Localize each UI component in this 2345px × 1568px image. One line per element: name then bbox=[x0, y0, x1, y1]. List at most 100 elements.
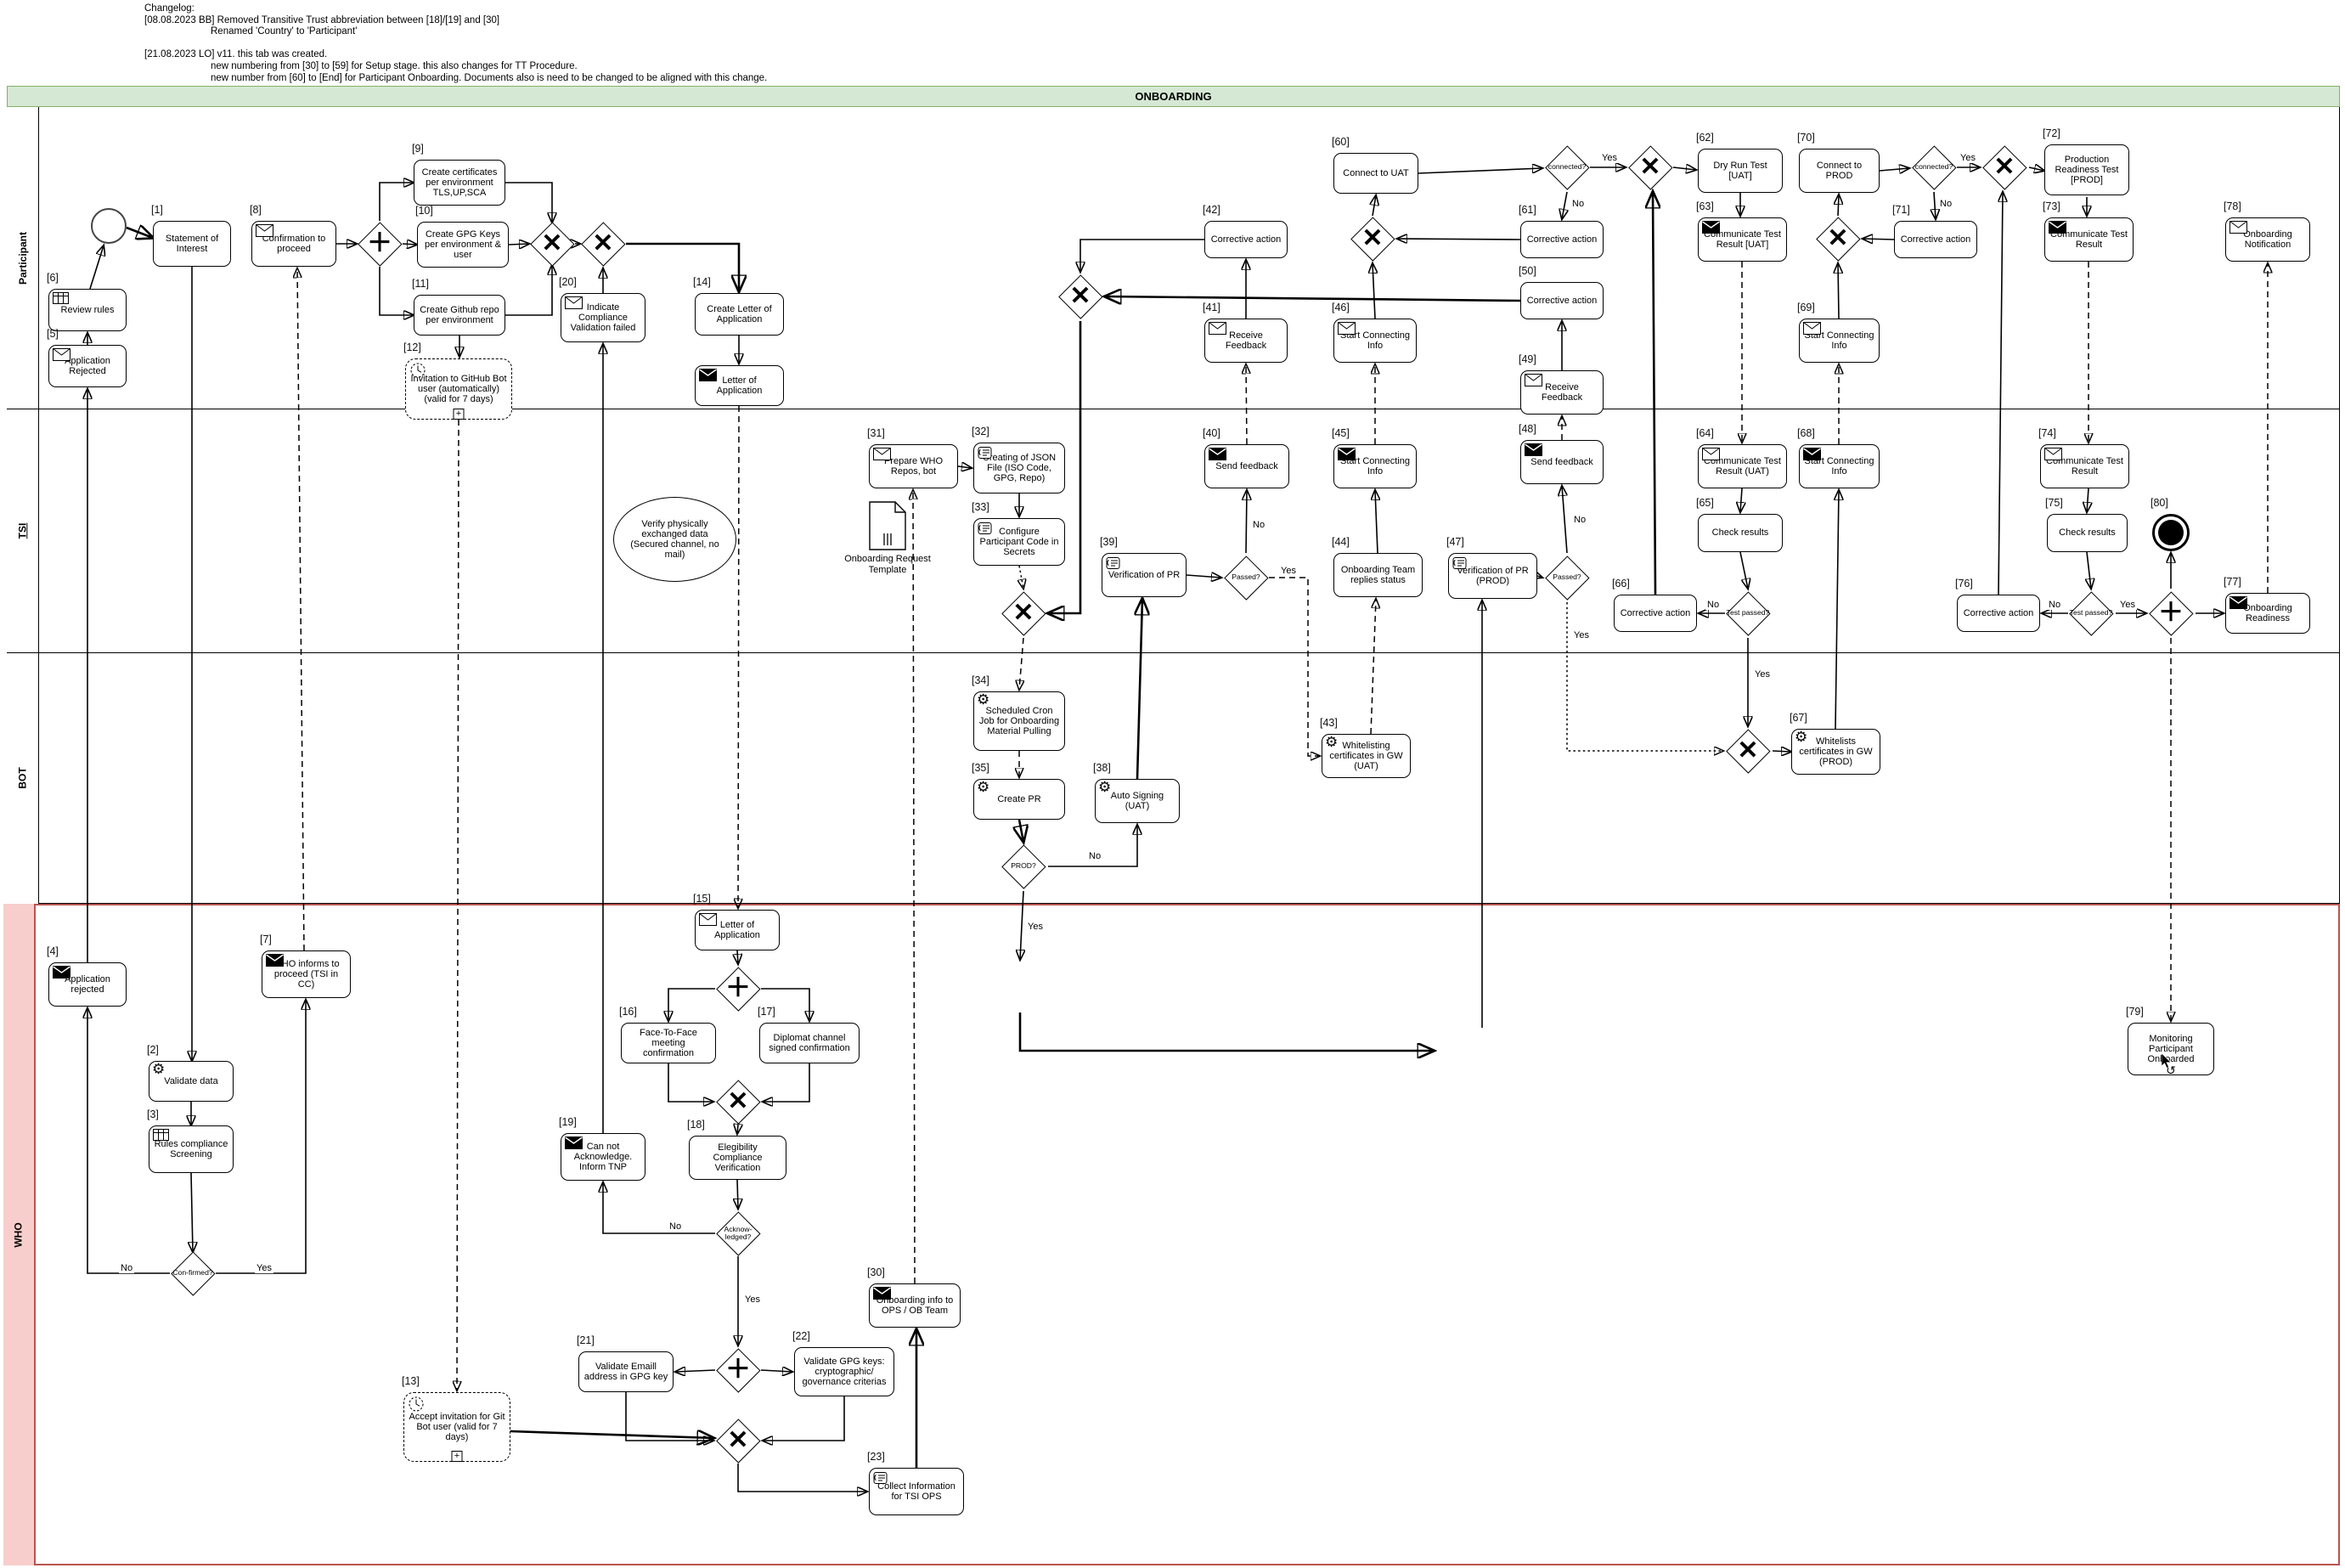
document-icon[interactable] bbox=[869, 501, 906, 555]
task-onboarding-info-to-ops-ob-team[interactable]: Onboarding info to OPS / OB Team bbox=[869, 1283, 961, 1328]
gateway-exclusive[interactable]: ✕ bbox=[1725, 728, 1771, 774]
task-elegibility-compliance-verification[interactable]: Elegibility Compliance Verification bbox=[689, 1136, 786, 1180]
gateway-exclusive[interactable]: ✕ bbox=[715, 1418, 761, 1464]
task-corrective-action[interactable]: Corrective action bbox=[1614, 595, 1697, 632]
gateway-exclusive[interactable]: ✕ bbox=[1627, 144, 1673, 190]
task-communicate-test-result-uat[interactable]: Communicate Test Result (UAT) bbox=[1698, 444, 1787, 488]
gateway-exclusive[interactable]: ✕ bbox=[529, 221, 575, 267]
task-check-results[interactable]: Check results bbox=[2047, 514, 2128, 552]
task-review-rules[interactable]: Review rules bbox=[48, 289, 127, 331]
task-check-results[interactable]: Check results bbox=[1698, 514, 1783, 552]
end-event[interactable] bbox=[2152, 514, 2190, 551]
task-corrective-action[interactable]: Corrective action bbox=[1520, 282, 1604, 319]
task-production-readiness-test-prod[interactable]: Production Readiness Test [PROD] bbox=[2044, 144, 2129, 195]
task-who-informs-to-proceed-tsi-in-cc[interactable]: WHO informs to proceed (TSI in CC) bbox=[262, 950, 351, 998]
task-send-feedback[interactable]: Send feedback bbox=[1520, 440, 1604, 484]
task-prepare-who-repos-bot[interactable]: Prepare WHO Repos, bot bbox=[869, 444, 958, 488]
task-corrective-action[interactable]: Corrective action bbox=[1957, 595, 2040, 632]
task-create-certificates-per-environment-tls-up[interactable]: Create certificates per environment TLS,… bbox=[414, 160, 505, 206]
task-statement-of-interest[interactable]: Statement of Interest bbox=[153, 221, 231, 267]
gateway-exclusive[interactable]: ✕ bbox=[715, 1079, 761, 1125]
task-corrective-action[interactable]: Corrective action bbox=[1520, 221, 1604, 258]
task-validate-gpg-keys-cryptographic-governance[interactable]: Validate GPG keys: cryptographic/ govern… bbox=[794, 1347, 894, 1396]
task-whitelisting-certificates-in-gw-uat[interactable]: Whitelisting certificates in GW (UAT)⚙ bbox=[1322, 734, 1411, 778]
task-collect-information-for-tsi-ops[interactable]: Collect Information for TSI OPS bbox=[869, 1468, 964, 1515]
task-corrective-action[interactable]: Corrective action bbox=[1204, 221, 1288, 258]
task-create-letter-of-application[interactable]: Create Letter of Application bbox=[695, 293, 784, 336]
task-letter-of-application[interactable]: Letter of Application bbox=[695, 910, 780, 950]
task-start-connecting-info[interactable]: Start Connecting Info bbox=[1799, 319, 1880, 363]
task-connect-to-uat[interactable]: Connect to UAT bbox=[1333, 153, 1418, 194]
task-start-connecting-info[interactable]: Start Connecting Info bbox=[1333, 319, 1417, 363]
task-auto-signing-uat[interactable]: Auto Signing (UAT)⚙ bbox=[1095, 779, 1180, 823]
task-create-gpg-keys-per-environment-user[interactable]: Create GPG Keys per environment & user bbox=[417, 222, 509, 268]
task-confirmation-to-proceed[interactable]: Confirmation to proceed bbox=[251, 221, 336, 267]
gateway-exclusive[interactable]: ✕ bbox=[1350, 216, 1395, 262]
task-label: WHO informs to proceed (TSI in CC) bbox=[273, 958, 340, 990]
task-send-feedback[interactable]: Send feedback bbox=[1204, 444, 1289, 488]
task-dry-run-test-uat[interactable]: Dry Run Test [UAT] bbox=[1698, 149, 1783, 193]
task-onboarding-team-replies-status[interactable]: Onboarding Team replies status bbox=[1333, 553, 1423, 597]
task-start-connecting-info[interactable]: Start Connecting Info bbox=[1799, 444, 1880, 488]
gateway-parallel[interactable]: ＋ bbox=[357, 221, 403, 267]
task-can-not-acknowledge-inform-tnp[interactable]: Can not Acknowledge. Inform TNP bbox=[561, 1133, 645, 1181]
task-letter-of-application[interactable]: Letter of Application bbox=[695, 365, 784, 406]
task-communicate-test-result[interactable]: Communicate Test Result bbox=[2044, 217, 2134, 262]
task-receive-feedback[interactable]: Receive Feedback bbox=[1204, 319, 1288, 363]
task-label: Collect Information for TSI OPS bbox=[877, 1481, 955, 1502]
task-invitation-to-github-bot-user-automaticall[interactable]: Invitation to GitHub Bot user (automatic… bbox=[405, 358, 512, 420]
gateway-connected[interactable]: connected? bbox=[1911, 144, 1957, 190]
task-create-pr[interactable]: Create PR⚙ bbox=[973, 779, 1065, 820]
gateway-exclusive[interactable]: ✕ bbox=[1815, 216, 1861, 262]
task-whitelists-certificates-in-gw-prod[interactable]: Whitelists certificates in GW (PROD)⚙ bbox=[1791, 729, 1880, 775]
task-onboarding-notification[interactable]: Onboarding Notification bbox=[2225, 217, 2310, 262]
task-start-connecting-info[interactable]: Start Connecting Info bbox=[1333, 444, 1417, 488]
start-event[interactable] bbox=[91, 208, 127, 244]
msg-filled-icon bbox=[1525, 443, 1542, 456]
task-validate-data[interactable]: Validate data⚙ bbox=[149, 1061, 234, 1102]
task-configure-participant-code-in-secrets[interactable]: Configure Participant Code in Secrets bbox=[973, 518, 1065, 566]
task-rules-compliance-screening[interactable]: Rules compliance Screening bbox=[149, 1125, 234, 1173]
task-connect-to-prod[interactable]: Connect to PROD bbox=[1799, 149, 1880, 193]
task-indicate-compliance-validation-failed[interactable]: Indicate Compliance Validation failed bbox=[561, 293, 645, 342]
gateway-parallel[interactable]: ＋ bbox=[715, 966, 761, 1012]
task-application-rejected[interactable]: Application Rejected bbox=[48, 345, 127, 387]
task-monitoring-participant-onboarded[interactable]: Monitoring Participant Onboarded↺ bbox=[2128, 1023, 2214, 1076]
gateway-exclusive[interactable]: ✕ bbox=[580, 221, 626, 267]
gateway-parallel[interactable]: ＋ bbox=[715, 1347, 761, 1393]
gateway-exclusive[interactable]: ✕ bbox=[1981, 144, 2027, 190]
task-communicate-test-result-uat[interactable]: Communicate Test Result [UAT] bbox=[1698, 217, 1787, 262]
task-application-rejected[interactable]: Application rejected bbox=[48, 962, 127, 1007]
gateway-exclusive[interactable]: ✕ bbox=[1057, 274, 1103, 319]
gateway-test-passed[interactable]: Test passed? bbox=[1725, 590, 1771, 636]
task-label: Communicate Test Result (UAT) bbox=[1704, 455, 1781, 477]
task-verification-of-pr[interactable]: Verification of PR bbox=[1102, 553, 1187, 597]
task-receive-feedback[interactable]: Receive Feedback bbox=[1520, 370, 1604, 415]
gateway-connected[interactable]: connected? bbox=[1544, 144, 1590, 190]
task-onboarding-readiness[interactable]: Onboarding Readiness bbox=[2225, 593, 2310, 634]
gateway-parallel[interactable]: ＋ bbox=[2148, 590, 2194, 636]
task-label: Start Connecting Info bbox=[1340, 330, 1410, 351]
gateway-exclusive[interactable]: ✕ bbox=[1001, 590, 1046, 636]
node-number: [79] bbox=[2126, 1006, 2144, 1018]
task-create-github-repo-per-environment[interactable]: Create Github repo per environment bbox=[414, 295, 505, 336]
gateway-passed[interactable]: Passed? bbox=[1223, 555, 1269, 601]
task-creating-of-json-file-iso-code-gpg-repo[interactable]: Creating of JSON File (ISO Code, GPG, Re… bbox=[973, 443, 1065, 494]
task-scheduled-cron-job-for-onboarding-material[interactable]: Scheduled Cron Job for Onboarding Materi… bbox=[973, 691, 1065, 751]
task-corrective-action[interactable]: Corrective action bbox=[1894, 221, 1977, 258]
node-number: [11] bbox=[412, 278, 429, 290]
flow-46 bbox=[1418, 168, 1542, 174]
task-face-to-face-meeting-confirmation[interactable]: Face-To-Face meeting confirmation bbox=[621, 1023, 716, 1063]
msg-filled-icon bbox=[266, 954, 284, 967]
gateway-acknow-ledged[interactable]: Acknow-ledged? bbox=[715, 1210, 761, 1256]
task-verification-of-pr-prod[interactable]: Verification of PR (PROD) bbox=[1448, 553, 1537, 599]
gateway-prod[interactable]: PROD? bbox=[1001, 843, 1046, 889]
gateway-test-passed[interactable]: Test passed? bbox=[2068, 590, 2114, 636]
task-accept-invitation-for-git-bot-user-valid-f[interactable]: Accept invitation for Git Bot user (vali… bbox=[403, 1392, 510, 1462]
task-communicate-test-result[interactable]: Communicate Test Result bbox=[2040, 444, 2129, 488]
annotation-verify-physically-exchanged-data-secured-c[interactable]: Verify physically exchanged data (Secure… bbox=[613, 497, 736, 582]
gateway-passed[interactable]: Passed? bbox=[1544, 555, 1590, 601]
gateway-con-firmed[interactable]: Con-firmed? bbox=[170, 1250, 216, 1296]
task-diplomat-channel-signed-confirmation[interactable]: Diplomat channel signed confirmation bbox=[759, 1023, 860, 1063]
task-validate-emaill-address-in-gpg-key[interactable]: Validate Emaill address in GPG key bbox=[578, 1351, 674, 1392]
